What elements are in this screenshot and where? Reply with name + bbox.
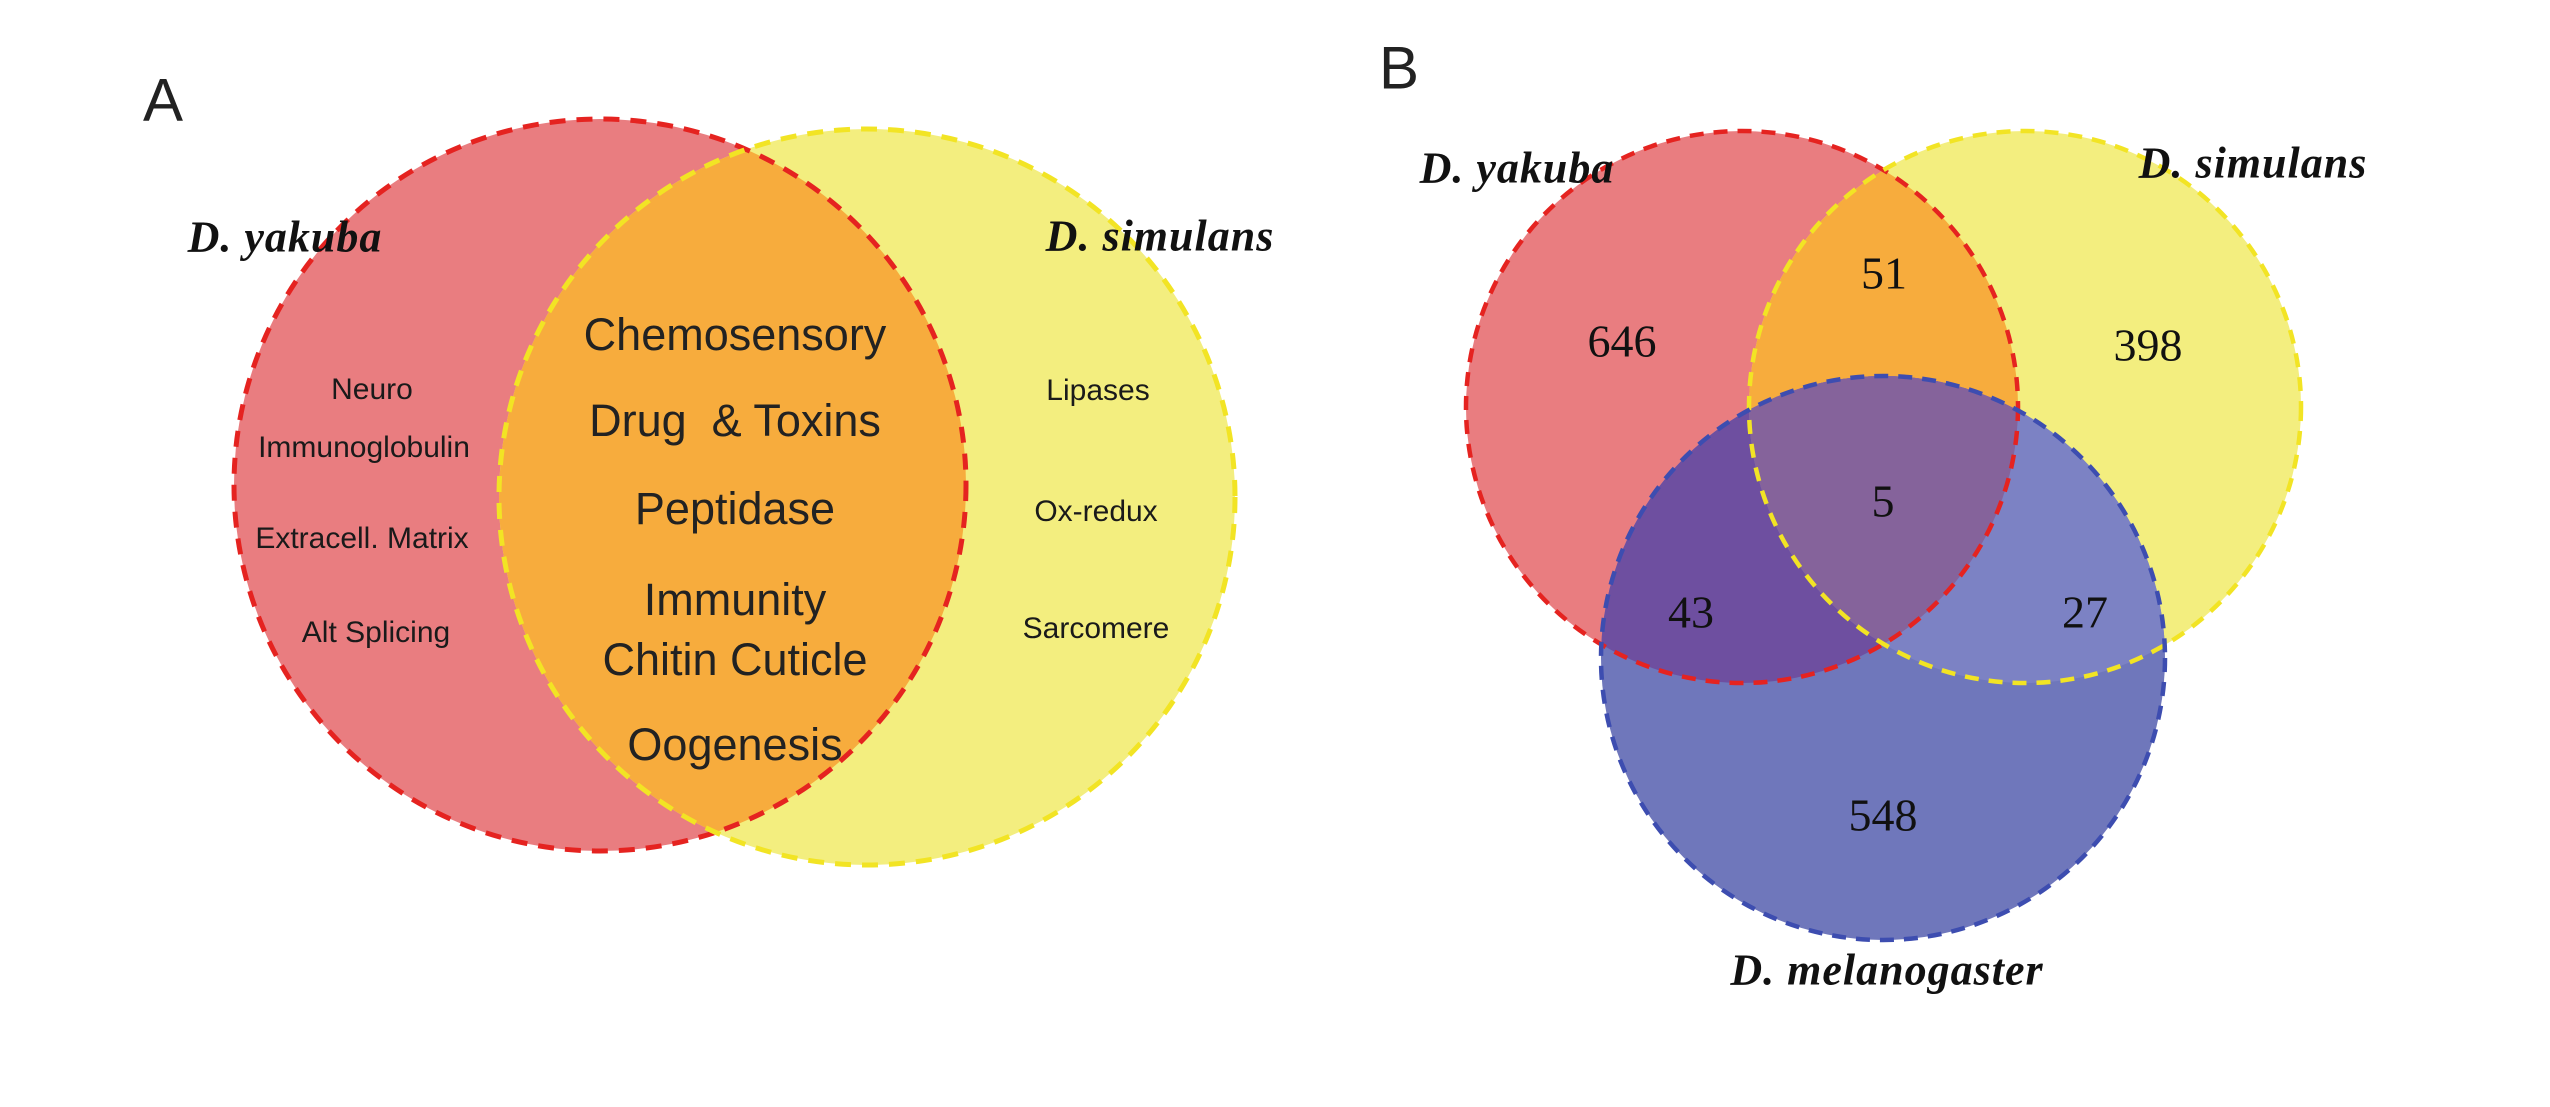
panel-b-simulans-border [1746, 128, 2304, 686]
panel-b-yakuba-label: D. yakuba [1419, 143, 1615, 193]
panel-b-melanogaster-border [1598, 373, 2168, 943]
panel-b-simulans-label: D. simulans [2138, 138, 2368, 188]
panel-a-overlap-item-drug-toxins: Drug & Toxins [589, 395, 881, 446]
panel-a-right-item-sarcomere: Sarcomere [1022, 612, 1170, 645]
panel-a-left-item-alt-splicing: Alt Splicing [301, 616, 451, 649]
panel-a-overlap-item-chitin-cuticle: Chitin Cuticle [602, 634, 868, 685]
panel-a-simulans-label: D. simulans [1045, 211, 1275, 261]
panel-a-left-item-extracell-matrix: Extracell. Matrix [255, 522, 469, 555]
panel-a-overlap-item-immunity: Immunity [643, 574, 827, 625]
panel-b-count-yakuba-melanogaster: 43 [1668, 586, 1714, 638]
panel-a-overlap-item-peptidase: Peptidase [634, 483, 836, 534]
panel-b-count-simulans-only: 398 [2113, 319, 2183, 371]
panel-b-count-simulans-melanogaster: 27 [2062, 586, 2108, 638]
panel-a-letter: A [142, 66, 184, 134]
panel-a-yakuba-border [231, 116, 969, 854]
panel-a-simulans-border [496, 126, 1238, 868]
panel-b-melanogaster-label: D. melanogaster [1730, 945, 2044, 995]
panel-b-count-yakuba-only: 646 [1587, 315, 1657, 367]
panel-a-overlap-region [499, 129, 966, 851]
panel-a-overlap-item-chemosensory: Chemosensory [583, 309, 887, 360]
panel-b-yakuba-border [1463, 128, 2021, 686]
panel-a-left-item-neuro: Neuro [331, 373, 413, 406]
panel-b-letter: B [1378, 34, 1420, 102]
panel-b-count-yakuba-simulans: 51 [1861, 247, 1907, 299]
panel-a-yakuba-label: D. yakuba [187, 212, 383, 262]
panel-a-right-item-lipases: Lipases [1046, 374, 1150, 407]
panel-a-right-item-ox-redux: Ox-redux [1034, 495, 1158, 528]
panel-a-left-item-immunoglobulin: Immunoglobulin [258, 431, 470, 464]
panel-b-count-all-three: 5 [1871, 475, 1895, 527]
panel-b-count-melanogaster-only: 548 [1848, 789, 1918, 841]
panel-a-overlap-item-oogenesis: Oogenesis [627, 719, 843, 770]
